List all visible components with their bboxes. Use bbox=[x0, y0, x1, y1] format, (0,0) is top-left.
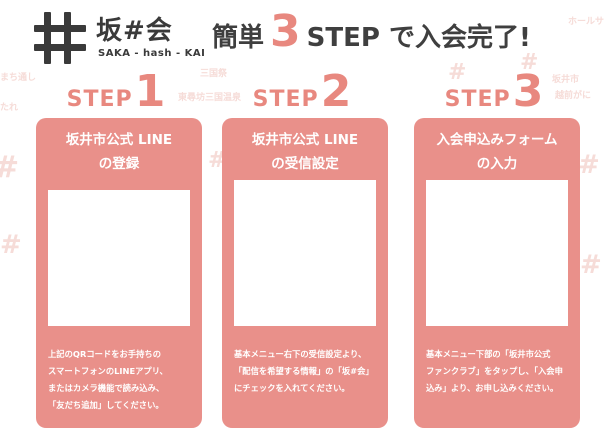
bg-hash: # bbox=[0, 150, 19, 185]
hash-logo-icon bbox=[34, 12, 86, 64]
headline-suffix: STEP で入会完了! bbox=[306, 23, 531, 53]
bg-hash: # bbox=[0, 230, 22, 260]
headline-number: 3 bbox=[270, 6, 301, 57]
site-logo[interactable]: 坂#会 SAKA - hash - KAI bbox=[18, 6, 208, 72]
logo-title: 坂#会 bbox=[96, 16, 173, 46]
logo-subtitle: SAKA - hash - KAI bbox=[98, 48, 206, 59]
bg-hash: # bbox=[580, 250, 602, 280]
card-title: 坂井市公式 LINE の登録 bbox=[65, 132, 173, 172]
card-title: 坂井市公式 LINE の受信設定 bbox=[251, 132, 359, 172]
step-3-label: STEP3 bbox=[414, 70, 574, 114]
headline-prefix: 簡単 bbox=[212, 23, 265, 53]
bg-word: たれ bbox=[0, 103, 19, 113]
step-2-label: STEP2 bbox=[222, 70, 382, 114]
step-3-card: 入会申込みフォーム の入力 基本メニュー下部の「坂井市公式 ファンクラブ」をタッ… bbox=[414, 118, 580, 428]
screenshot-image bbox=[234, 180, 376, 326]
step-number: 1 bbox=[134, 66, 166, 117]
card-description: 基本メニュー右下の受信設定より、 「配信を希望する情報」の「坂#会」 にチェック… bbox=[234, 349, 374, 393]
step-number: 3 bbox=[512, 66, 544, 117]
step-word: STEP bbox=[252, 87, 319, 112]
card-description: 基本メニュー下部の「坂井市公式 ファンクラブ」をタップし、「入会申 込み」より、… bbox=[426, 349, 563, 393]
bg-hash: # bbox=[578, 150, 600, 180]
bg-word: ホールサウンド bbox=[568, 17, 604, 27]
page-headline: 簡単 3 STEP で入会完了! bbox=[212, 6, 531, 57]
step-1-card: 坂井市公式 LINE の登録 上記のQRコードをお手持ちの スマートフォンのLI… bbox=[36, 118, 202, 428]
step-number: 2 bbox=[320, 66, 352, 117]
step-2-card: 坂井市公式 LINE の受信設定 基本メニュー右下の受信設定より、 「配信を希望… bbox=[222, 118, 388, 428]
screenshot-image bbox=[426, 180, 568, 326]
step-word: STEP bbox=[444, 87, 511, 112]
card-description: 上記のQRコードをお手持ちの スマートフォンのLINEアプリ、 またはカメラ機能… bbox=[48, 349, 168, 410]
step-word: STEP bbox=[66, 87, 133, 112]
card-title: 入会申込みフォーム の入力 bbox=[436, 132, 558, 172]
qr-code-image[interactable] bbox=[48, 190, 190, 326]
step-1-label: STEP1 bbox=[36, 70, 196, 114]
